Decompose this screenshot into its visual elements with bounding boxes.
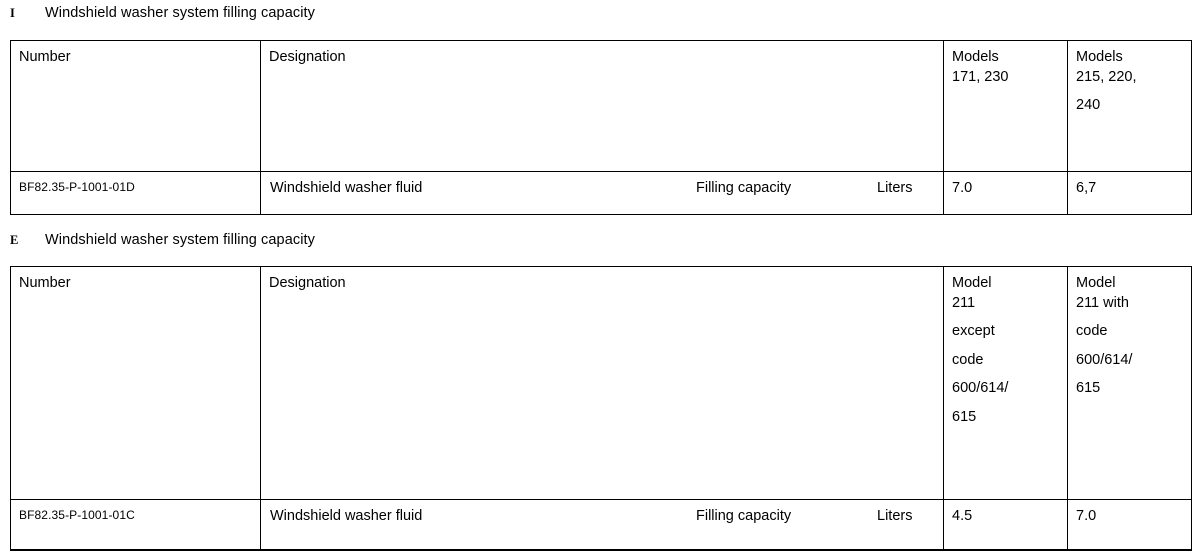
header-label-designation: Designation [269, 275, 346, 291]
table-row: BF82.35-P-1001-01C Windshield washer flu… [10, 499, 1192, 551]
header-label-number: Number [19, 275, 71, 291]
designation-property: Filling capacity [696, 508, 792, 524]
spec-table-i: Number Designation Models 171, 230 Model… [10, 40, 1192, 215]
cell-number: BF82.35-P-1001-01C [10, 499, 261, 551]
cell-value-model-211-with-code: 7.0 [1067, 499, 1192, 551]
header-line: code [1076, 323, 1108, 339]
header-label-number: Number [19, 49, 71, 65]
header-line: except [952, 323, 995, 339]
header-cell-models-215-220-240: Models 215, 220, 240 [1067, 40, 1192, 172]
header-line: 171, 230 [952, 68, 1009, 85]
header-cell-number: Number [10, 40, 261, 172]
header-line: Models [952, 49, 999, 65]
header-cell-designation: Designation [260, 40, 944, 172]
value: 7.0 [952, 180, 973, 196]
header-line: 615 [1076, 380, 1101, 396]
cell-value-models-215-220-240: 6,7 [1067, 171, 1192, 215]
header-line: Model [1076, 275, 1116, 291]
value: 7.0 [1076, 508, 1097, 524]
header-cell-model-211-except-code: Model 211 except code 600/614/ 615 [943, 266, 1068, 500]
header-line: 240 [1076, 97, 1101, 113]
value: 6,7 [1076, 180, 1097, 196]
section-caption-i: I Windshield washer system filling capac… [10, 5, 315, 21]
cell-designation: Windshield washer fluid Filling capacity… [260, 499, 944, 551]
section-caption-e: E Windshield washer system filling capac… [10, 232, 315, 248]
table-header-row: Number Designation Model 211 except code… [10, 266, 1192, 500]
section-letter: E [10, 233, 19, 247]
section-title: Windshield washer system filling capacit… [45, 232, 316, 248]
designation-unit: Liters [877, 508, 913, 524]
header-line: 211 [952, 294, 976, 311]
header-cell-designation: Designation [260, 266, 944, 500]
designation-unit: Liters [877, 180, 913, 196]
cell-number: BF82.35-P-1001-01D [10, 171, 261, 215]
header-cell-number: Number [10, 266, 261, 500]
section-title: Windshield washer system filling capacit… [45, 5, 316, 21]
cell-value-models-171-230: 7.0 [943, 171, 1068, 215]
header-line: 615 [952, 408, 977, 425]
designation-name: Windshield washer fluid [270, 508, 423, 524]
table-header-row: Number Designation Models 171, 230 Model… [10, 40, 1192, 172]
designation-property: Filling capacity [696, 180, 792, 196]
header-label-designation: Designation [269, 49, 346, 65]
designation-name: Windshield washer fluid [270, 180, 423, 196]
table-row: BF82.35-P-1001-01D Windshield washer flu… [10, 171, 1192, 215]
header-line: Models [1076, 49, 1123, 65]
part-number: BF82.35-P-1001-01D [19, 180, 135, 194]
header-line: Model [952, 275, 992, 291]
part-number: BF82.35-P-1001-01C [19, 508, 135, 522]
header-line: 600/614/ [952, 380, 1009, 396]
section-letter: I [10, 6, 16, 20]
header-cell-models-171-230: Models 171, 230 [943, 40, 1068, 172]
cell-value-model-211-except-code: 4.5 [943, 499, 1068, 551]
spec-table-e: Number Designation Model 211 except code… [10, 266, 1192, 551]
header-line: code [952, 351, 984, 368]
header-line: 600/614/ [1076, 351, 1133, 368]
cell-designation: Windshield washer fluid Filling capacity… [260, 171, 944, 215]
header-cell-model-211-with-code: Model 211 with code 600/614/ 615 [1067, 266, 1192, 500]
header-line: 211 with [1076, 294, 1129, 311]
header-line: 215, 220, [1076, 68, 1137, 85]
value: 4.5 [952, 508, 973, 524]
